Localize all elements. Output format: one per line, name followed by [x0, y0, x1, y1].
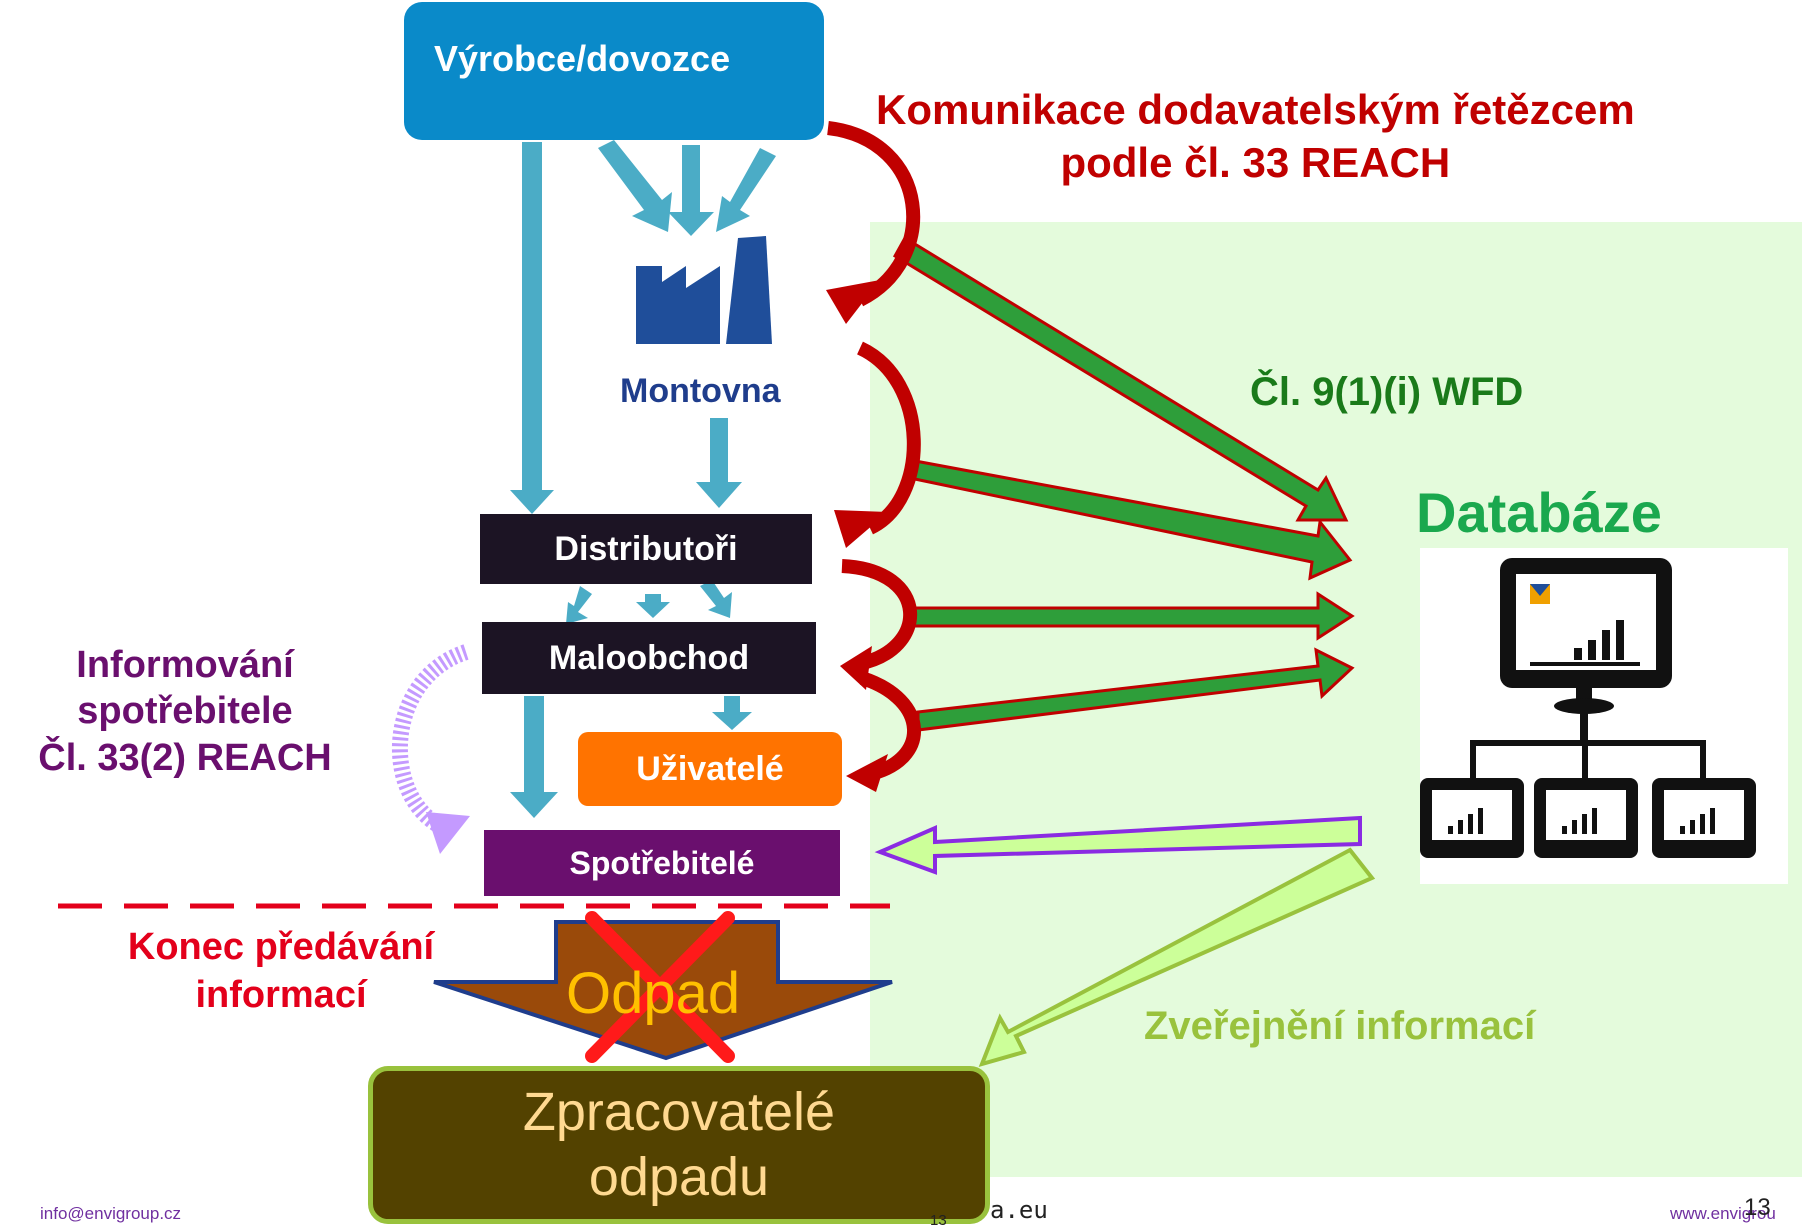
flow-arrow-shaft [522, 142, 542, 492]
consumer-info-label: Informování spotřebitele Čl. 33(2) REACH [0, 642, 370, 781]
flow-arrows [510, 140, 776, 818]
database-label: Databáze [1416, 481, 1662, 544]
retail-box: Maloobchod [482, 622, 816, 694]
consumer-info-arrow [392, 644, 470, 854]
publication-arrow-to-processors [978, 847, 1376, 1068]
publication-label: Zveřejnění informací [1144, 1004, 1536, 1048]
flow-arrow-to-factory-mid [682, 145, 700, 215]
wfd-arrow-2 [908, 458, 1353, 581]
distributors-box: Distributoři [480, 514, 812, 584]
users-label: Uživatelé [636, 749, 784, 788]
footer-website: www.envigrou [1670, 1204, 1776, 1223]
flow-arrow-shaft [710, 418, 728, 484]
consumers-box: Spotřebitelé [484, 830, 840, 896]
footer-page-number-small: 13 [930, 1212, 947, 1229]
supply-chain-arrow-2 [856, 341, 921, 535]
flow-arrow-to-factory-right [716, 148, 776, 232]
assembly-label: Montovna [620, 372, 781, 410]
footer-page-number: 13 [1744, 1194, 1771, 1221]
supply-chain-arrowheads [826, 280, 888, 792]
database-network-icon [1420, 548, 1788, 884]
end-info-line1: Konec předávání [127, 926, 435, 968]
users-box: Uživatelé [578, 732, 842, 806]
processors-box: Zpracovatelé odpadu [368, 1066, 990, 1224]
manufacturer-label: Výrobce/dovozce [434, 38, 731, 79]
wfd-arrow-1 [892, 235, 1349, 522]
supply-chain-arrow-3 [841, 559, 917, 671]
end-info-label: Konec předávání informací [86, 924, 476, 1019]
supply-chain-title-line2: podle čl. 33 REACH [1060, 138, 1451, 186]
factory-icon [636, 236, 772, 344]
supply-chain-arrow-4 [859, 671, 921, 781]
footer-fragment: a.eu [990, 1196, 1048, 1224]
cross-icon [585, 911, 735, 1063]
supply-chain-arrow-1 [827, 121, 921, 307]
wfd-arrow-4 [916, 647, 1355, 732]
wfd-arrows [892, 235, 1355, 732]
processors-label-line1: Zpracovatelé [522, 1082, 836, 1143]
consumer-info-line3: Čl. 33(2) REACH [38, 736, 332, 779]
footer-email: info@envigroup.cz [40, 1204, 182, 1223]
consumers-label: Spotřebitelé [569, 844, 755, 881]
wfd-label: Čl. 9(1)(i) WFD [1250, 370, 1524, 414]
supply-chain-arrows [827, 121, 921, 781]
consumer-info-line1: Informování [76, 644, 294, 686]
supply-chain-title: Komunikace dodavatelským řetězcem podle … [876, 84, 1635, 189]
manufacturer-box: Výrobce/dovozce [404, 2, 824, 140]
flow-arrow-to-factory-left [598, 140, 672, 232]
distributors-label: Distributoři [554, 529, 738, 568]
processors-label-line2: odpadu [588, 1147, 770, 1207]
flow-arrow-head [510, 490, 554, 514]
consumer-info-line2: spotřebitele [77, 690, 293, 733]
supply-chain-title-line1: Komunikace dodavatelským řetězcem [876, 86, 1635, 133]
publication-arrow-to-consumers [874, 815, 1362, 875]
retail-label: Maloobchod [548, 638, 750, 677]
waste-label: Odpad [566, 961, 741, 1026]
end-info-line2: informací [195, 973, 367, 1016]
wfd-arrow-3 [910, 591, 1355, 641]
publication-arrows [874, 815, 1376, 1068]
